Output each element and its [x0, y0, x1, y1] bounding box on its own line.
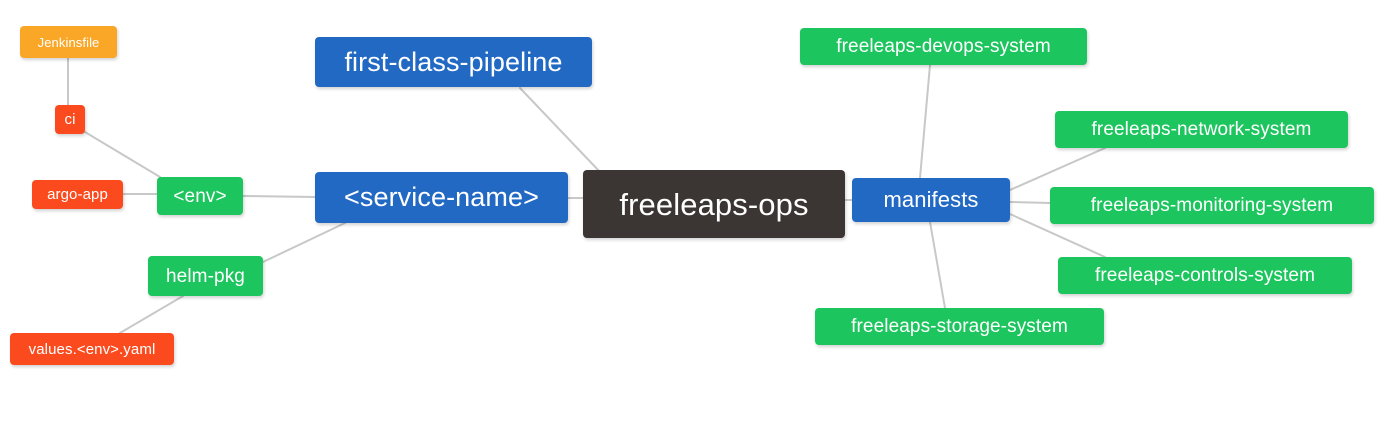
mindmap-node-label: <env> — [173, 185, 227, 207]
edge-man-network — [1009, 147, 1106, 191]
mindmap-node-freeleaps-monitoring-system[interactable]: freeleaps-monitoring-system — [1050, 187, 1374, 224]
mindmap-node-jenkinsfile[interactable]: Jenkinsfile — [20, 26, 117, 58]
mindmap-node-label: freeleaps-devops-system — [836, 36, 1051, 57]
mindmap-node-label: freeleaps-storage-system — [851, 316, 1068, 337]
edge-helm-values — [119, 295, 184, 334]
mindmap-node-helm-pkg[interactable]: helm-pkg — [148, 256, 263, 296]
mindmap-node-env[interactable]: <env> — [157, 177, 243, 215]
mindmap-node-freeleaps-network-system[interactable]: freeleaps-network-system — [1055, 111, 1348, 148]
edge-man-devops — [919, 64, 931, 179]
mindmap-node-ci[interactable]: ci — [55, 105, 85, 134]
mindmap-node-label: ci — [64, 111, 76, 128]
mindmap-node-service-name[interactable]: <service-name> — [315, 172, 568, 223]
mindmap-node-label: helm-pkg — [166, 265, 245, 287]
edge-man-monitoring — [1009, 201, 1051, 204]
mindmap-node-first-class-pipeline[interactable]: first-class-pipeline — [315, 37, 592, 87]
edge-service-env — [242, 195, 316, 198]
edge-man-storage — [929, 221, 946, 309]
mindmap-node-freeleaps-storage-system[interactable]: freeleaps-storage-system — [815, 308, 1104, 345]
mindmap-node-label: freeleaps-controls-system — [1094, 265, 1316, 286]
mindmap-node-argo-app[interactable]: argo-app — [32, 180, 123, 209]
mindmap-node-freeleaps-controls-system[interactable]: freeleaps-controls-system — [1058, 257, 1352, 294]
mindmap-node-manifests[interactable]: manifests — [852, 178, 1010, 222]
mindmap-node-label: Jenkinsfile — [37, 34, 100, 50]
mindmap-node-label: values.<env>.yaml — [28, 340, 156, 358]
edge-ops-pipeline — [519, 87, 601, 173]
mindmap-node-freeleaps-ops[interactable]: freeleaps-ops — [583, 170, 845, 238]
mindmap-node-label: freeleaps-network-system — [1091, 119, 1312, 140]
mindmap-node-label: first-class-pipeline — [344, 46, 563, 77]
mindmap-node-label: freeleaps-ops — [619, 186, 809, 222]
mindmap-node-label: manifests — [883, 187, 979, 212]
mindmap-node-values-env-yaml[interactable]: values.<env>.yaml — [10, 333, 174, 365]
edge-service-helm — [262, 222, 346, 263]
mindmap-node-label: <service-name> — [344, 182, 539, 212]
edge-env-ci — [84, 131, 161, 178]
mindmap-node-label: freeleaps-monitoring-system — [1090, 195, 1334, 216]
mindmap-node-freeleaps-devops-system[interactable]: freeleaps-devops-system — [800, 28, 1087, 65]
mindmap-node-label: argo-app — [47, 186, 108, 203]
